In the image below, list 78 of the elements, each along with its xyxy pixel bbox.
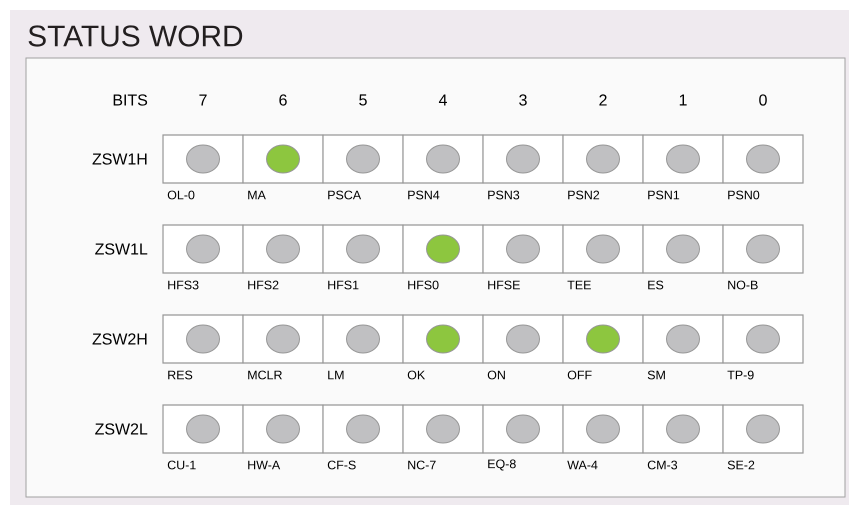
bit-number: 2 — [599, 94, 607, 106]
bit-name: HW-A — [248, 460, 280, 470]
indicator-light — [346, 414, 380, 444]
indicator-light — [506, 324, 540, 354]
bit-name: HFS0 — [408, 280, 439, 290]
indicator-light — [586, 144, 620, 174]
bit-name: NC-7 — [408, 460, 436, 470]
bit-number: 6 — [279, 94, 287, 106]
bit-name: CU-1 — [168, 460, 196, 470]
row-label: ZSW1H — [92, 153, 146, 165]
bit-name: HFSE — [488, 280, 520, 290]
bit-name: ES — [648, 280, 664, 290]
indicator-light — [746, 414, 780, 444]
bit-name: PSN3 — [488, 190, 520, 200]
indicator-light — [746, 144, 780, 174]
indicator-light — [186, 234, 220, 264]
indicator-light — [666, 234, 700, 264]
indicator-light — [666, 144, 700, 174]
bit-name: PSN2 — [568, 190, 600, 200]
bit-name: WA-4 — [567, 460, 598, 470]
bit-name: EQ-8 — [488, 459, 516, 471]
bit-name: PSN1 — [648, 190, 680, 200]
indicator-light — [746, 234, 780, 264]
bit-number: 4 — [438, 94, 447, 106]
indicator-light — [426, 234, 460, 264]
indicator-light — [426, 324, 460, 354]
bit-name: LM — [328, 370, 344, 380]
bit-name: HFS2 — [248, 280, 278, 290]
bit-name: PSN0 — [728, 190, 760, 200]
bit-number: 0 — [759, 94, 767, 106]
indicator-light — [266, 234, 300, 264]
bit-number: 1 — [680, 94, 687, 106]
bit-name: PSCA — [328, 190, 362, 200]
indicator-light — [346, 324, 380, 354]
indicator-light — [186, 414, 220, 444]
indicator-light — [426, 144, 460, 174]
row-label: ZSW1L — [95, 243, 148, 255]
bit-number: 7 — [199, 94, 207, 106]
bit-number: 3 — [519, 94, 527, 106]
title: STATUS WORD — [28, 25, 242, 47]
bit-name: ON — [488, 370, 505, 380]
bit-name: TEE — [567, 280, 591, 290]
row-label: ZSW2L — [95, 423, 148, 435]
bit-name: OL-0 — [168, 190, 194, 200]
indicator-light — [746, 324, 780, 354]
indicator-light — [666, 414, 700, 444]
row-label: ZSW2H — [92, 333, 146, 345]
bit-name: CM-3 — [648, 460, 678, 470]
indicator-light — [506, 144, 540, 174]
bit-name: NO-B — [728, 280, 758, 290]
bit-number: 5 — [359, 94, 367, 106]
indicator-light — [266, 324, 300, 354]
indicator-light — [266, 144, 300, 174]
indicator-light — [666, 324, 700, 354]
indicator-light — [186, 144, 220, 174]
indicator-light — [586, 414, 620, 444]
indicator-light — [586, 324, 620, 354]
bit-name: MCLR — [248, 370, 282, 380]
bit-name: HFS3 — [168, 280, 198, 290]
header-label: BITS — [114, 94, 148, 106]
bit-name: CF-S — [328, 460, 356, 470]
bit-name: MA — [248, 190, 266, 200]
bit-name: OK — [408, 370, 426, 380]
indicator-light — [586, 234, 620, 264]
bit-name: OFF — [568, 370, 592, 380]
indicator-light — [426, 414, 460, 444]
bit-name: RES — [168, 370, 192, 380]
bit-name: SM — [648, 370, 665, 380]
indicator-light — [186, 324, 220, 354]
bit-name: HFS1 — [328, 280, 358, 290]
indicator-light — [266, 414, 300, 444]
indicator-light — [346, 144, 380, 174]
bit-name: PSN4 — [408, 190, 440, 200]
indicator-light — [506, 414, 540, 444]
indicator-light — [506, 234, 540, 264]
indicator-light — [346, 234, 380, 264]
bit-name: SE-2 — [728, 460, 754, 470]
bit-name: TP-9 — [727, 370, 754, 380]
